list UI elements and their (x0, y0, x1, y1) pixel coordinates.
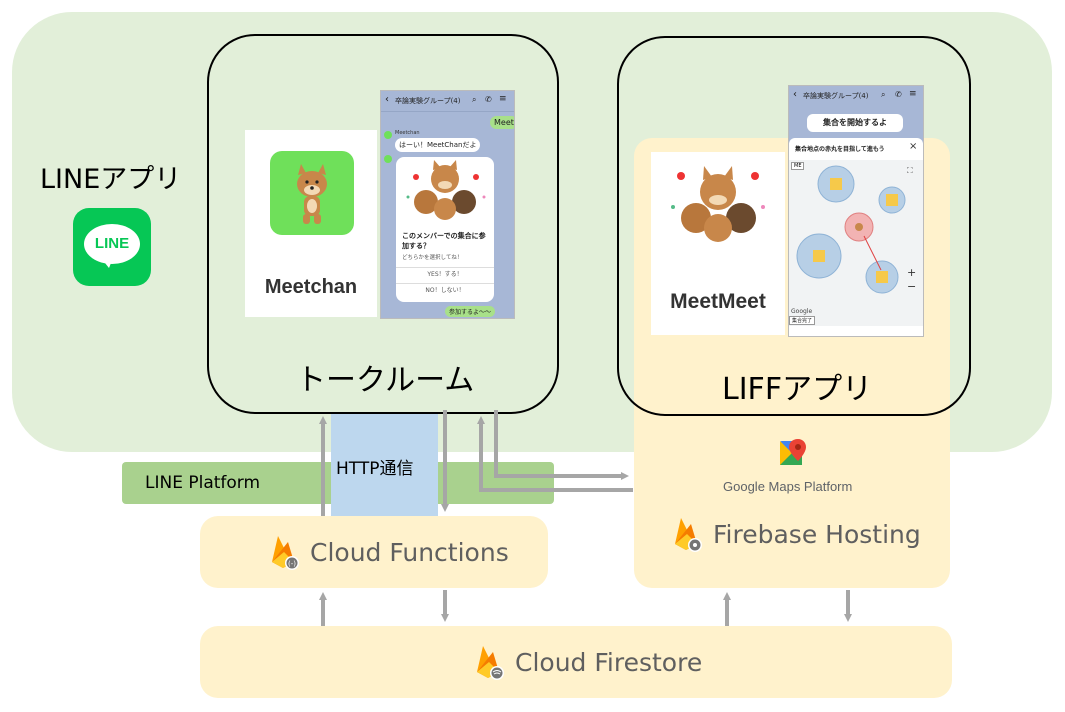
bot-greeting: はーい！MeetChanだよ (395, 138, 481, 152)
reply-message: 参加するよ〜〜 (445, 306, 496, 317)
cloud-functions-panel (200, 516, 548, 588)
card-title: このメンバーでの集合に参加する？ (402, 232, 486, 250)
liff-app-label: LIFFアプリ (722, 372, 873, 407)
firebase-hosting-label: Firebase Hosting (713, 520, 921, 549)
zoom-out-icon[interactable]: − (907, 280, 917, 293)
liff-modal: 集合地点の赤丸を目指して進もう × ME ⛶ + − Google 集合完了 (789, 138, 923, 336)
google-watermark: Google (791, 308, 813, 315)
menu-icon[interactable]: ≡ (499, 94, 507, 104)
sent-message: Meet (490, 116, 514, 129)
cloud-functions-icon: (-) (272, 536, 299, 570)
chat-header: ‹ 卒論実験グループ(4) ⌕ ✆ ≡ (381, 91, 514, 112)
http-label: HTTP通信 (336, 459, 414, 479)
line-logo: LINE (73, 208, 151, 286)
talk-room-box (207, 34, 559, 414)
http-box (331, 412, 438, 516)
fullscreen-icon[interactable]: ⛶ (907, 166, 913, 175)
me-badge: ME (791, 162, 805, 170)
close-icon[interactable]: × (909, 141, 918, 152)
arrow-hosting-to-talkroom (477, 416, 633, 492)
arrow-talkroom-to-hosting (494, 410, 629, 480)
meetmeet-card: MeetMeet (651, 152, 785, 335)
map-area[interactable]: ME ⛶ + − Google 集合完了 (789, 160, 923, 326)
no-button[interactable]: NO！しない！ (396, 283, 494, 298)
liff-screenshot: ‹ 卒論実験グループ(4) ⌕ ✆ ≡ 集合を開始するよ 集合地点の赤丸を目指し… (788, 85, 924, 337)
liff-chat-header: ‹ 卒論実験グループ(4) ⌕ ✆ ≡ (789, 86, 923, 106)
phone-icon[interactable]: ✆ (485, 95, 492, 104)
bot-avatar (384, 131, 392, 139)
cloud-firestore-icon (477, 646, 504, 680)
meetmeet-logo-illustration (671, 166, 765, 242)
back-chevron-icon[interactable]: ‹ (385, 94, 389, 105)
cloud-functions-label: Cloud Functions (310, 538, 509, 567)
svg-text:(-): (-) (288, 560, 296, 568)
map-markers (796, 165, 906, 294)
zoom-in-icon[interactable]: + (907, 266, 917, 279)
back-chevron-icon-2[interactable]: ‹ (793, 89, 797, 100)
chat-title: 卒論実験グループ(4) (395, 97, 461, 105)
search-icon-2[interactable]: ⌕ (881, 90, 886, 99)
bot-name: Meetchan (395, 130, 420, 136)
dog-character-icon (297, 164, 327, 224)
google-maps-pin-icon (780, 439, 806, 465)
talk-room-label: トークルーム (296, 363, 475, 398)
line-logo-text: LINE (94, 235, 130, 252)
dog-group-illustration (406, 160, 486, 220)
meetchan-name: Meetchan (264, 276, 358, 298)
firebase-hosting-icon (675, 518, 702, 552)
phone-icon-2[interactable]: ✆ (895, 90, 902, 99)
liff-app-box (617, 36, 971, 416)
map-footer-button[interactable]: 集合完了 (789, 316, 816, 325)
start-banner: 集合を開始するよ (807, 114, 903, 132)
line-app-label: LINEアプリ (40, 164, 182, 195)
map-title: 集合地点の赤丸を目指して進もう (795, 146, 885, 153)
search-icon[interactable]: ⌕ (472, 95, 477, 104)
cloud-firestore-panel (200, 626, 952, 698)
line-logo-tail (101, 258, 113, 268)
meetmeet-name: MeetMeet (670, 290, 766, 313)
bot-avatar-2 (384, 155, 392, 163)
line-logo-bubble (84, 224, 140, 264)
meetchan-card: Meetchan (245, 130, 377, 317)
google-maps-platform-label: Google Maps Platform (723, 479, 853, 494)
meetchan-icon (270, 151, 354, 235)
card-sub: どちらかを選択してね！ (402, 255, 463, 261)
chat-screenshot: ‹ 卒論実験グループ(4) ⌕ ✆ ≡ Meet Meetchan はーい！Me… (380, 90, 515, 319)
line-platform-label: LINE Platform (145, 473, 261, 493)
menu-icon-2[interactable]: ≡ (909, 89, 917, 99)
flex-card: このメンバーでの集合に参加する？ どちらかを選択してね！ YES！する！ NO！… (396, 157, 494, 302)
cloud-firestore-label: Cloud Firestore (515, 648, 703, 677)
liff-chat-title: 卒論実験グループ(4) (803, 92, 869, 100)
yes-button[interactable]: YES！する！ (396, 267, 494, 282)
